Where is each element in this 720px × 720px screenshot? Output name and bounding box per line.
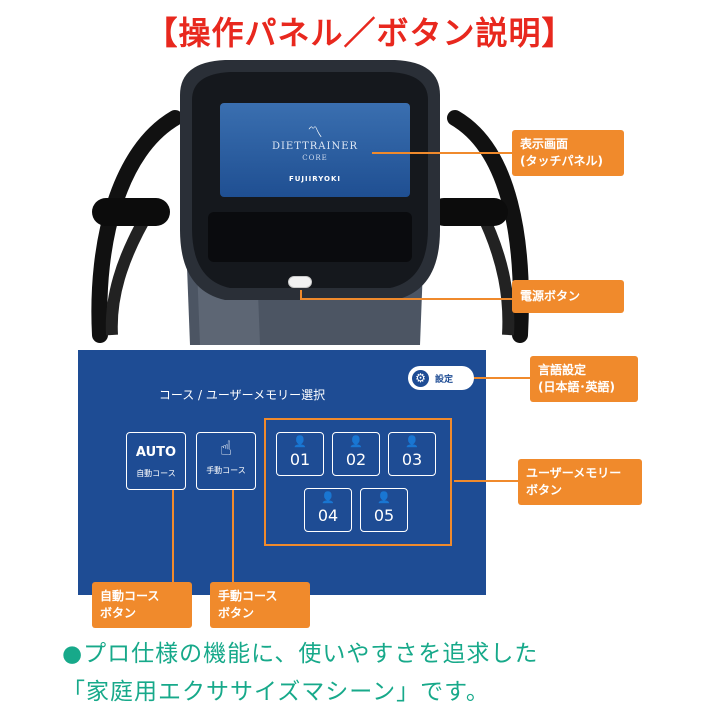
user-icon: 👤	[321, 491, 335, 504]
memory-callout-line	[454, 480, 518, 482]
power-button[interactable]	[288, 276, 312, 288]
manual-callout-line	[232, 490, 234, 582]
user-icon: 👤	[377, 491, 391, 504]
auto-course-label: 自動コース	[136, 469, 176, 478]
user-icon: 👤	[349, 435, 363, 448]
user-memory-button-03[interactable]: 👤 03	[388, 432, 436, 476]
language-callout-line	[474, 377, 530, 379]
page-title: 【操作パネル／ボタン説明】	[145, 14, 575, 52]
brand-logo-icon: 〽	[307, 123, 323, 141]
display-screen[interactable]: 〽 DIETTRAINER CORE FUJIIRYOKI	[220, 103, 410, 197]
power-callout-line-h	[300, 298, 512, 300]
device-illustration: 〽 DIETTRAINER CORE FUJIIRYOKI	[0, 0, 720, 345]
display-callout-line	[372, 152, 512, 154]
manual-callout: 手動コース ボタン	[210, 582, 310, 628]
manual-course-button[interactable]: ☝ 手動コース	[196, 432, 256, 490]
memory-number: 05	[373, 506, 395, 525]
user-memory-button-01[interactable]: 👤 01	[276, 432, 324, 476]
user-icon: 👤	[293, 435, 307, 448]
power-callout: 電源ボタン	[512, 280, 624, 313]
memory-callout: ユーザーメモリー ボタン	[518, 459, 642, 505]
user-memory-button-04[interactable]: 👤 04	[304, 488, 352, 532]
auto-callout-line	[172, 490, 174, 582]
user-icon: 👤	[405, 435, 419, 448]
memory-number: 03	[401, 450, 423, 469]
user-memory-button-05[interactable]: 👤 05	[360, 488, 408, 532]
footer-line-2: 「家庭用エクササイズマシーン」です。	[62, 679, 490, 705]
display-callout: 表示画面 (タッチパネル)	[512, 130, 624, 176]
screen-maker-text: FUJIIRYOKI	[288, 175, 342, 183]
language-callout: 言語設定 (日本語･英語)	[530, 356, 638, 402]
auto-course-button[interactable]: AUTO 自動コース	[126, 432, 186, 490]
manual-course-label: 手動コース	[206, 466, 246, 475]
gear-icon: ⚙	[412, 369, 429, 387]
power-callout-line	[300, 290, 302, 300]
hand-pointer-icon: ☝	[219, 436, 233, 460]
screen-sub-text: CORE	[302, 154, 328, 162]
settings-label: 設定	[435, 374, 454, 385]
auto-big-label: AUTO	[135, 445, 177, 460]
screen-brand-text: DIETTRAINER	[271, 141, 359, 152]
memory-number: 01	[289, 450, 311, 469]
user-memory-group: 👤 01 👤 02 👤 03 👤 04 👤 05	[264, 418, 452, 546]
footer-line-1: ●プロ仕様の機能に、使いやすさを追求した	[62, 641, 539, 667]
user-memory-button-02[interactable]: 👤 02	[332, 432, 380, 476]
auto-callout: 自動コース ボタン	[92, 582, 192, 628]
memory-number: 04	[317, 506, 339, 525]
control-panel: コース / ユーザーメモリー選択 ⚙ 設定 AUTO 自動コース ☝ 手動コース…	[78, 350, 486, 595]
panel-heading: コース / ユーザーメモリー選択	[158, 388, 326, 402]
settings-button[interactable]: ⚙ 設定	[408, 366, 474, 390]
memory-number: 02	[345, 450, 367, 469]
